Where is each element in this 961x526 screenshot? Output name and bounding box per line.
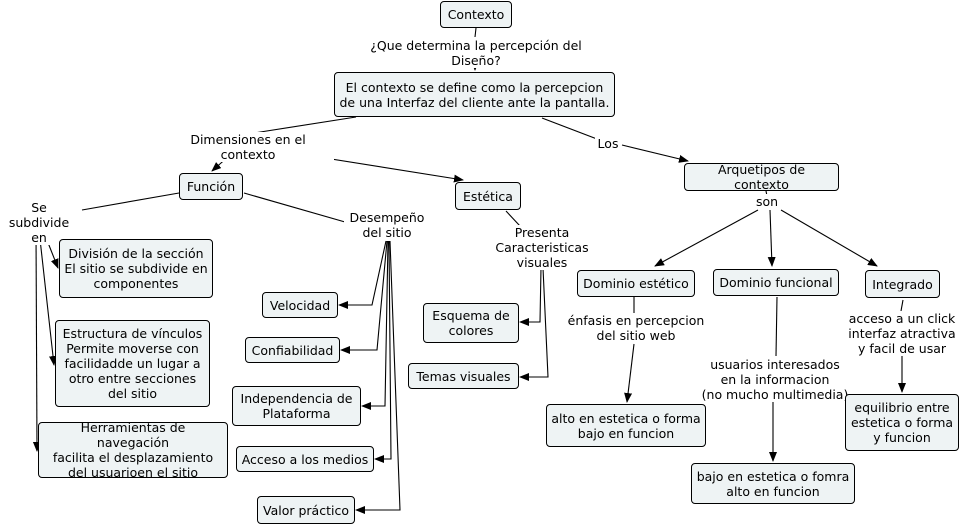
label-presenta: Presenta Caracteristicas visuales — [490, 225, 594, 270]
link-son-integrado — [780, 209, 878, 267]
node-temas[interactable]: Temas visuales — [408, 363, 519, 389]
label-se-subdivide: Se subdivide en — [0, 200, 78, 245]
link-funcion-subdivide — [81, 192, 180, 211]
node-valor-practico[interactable]: Valor práctico — [257, 496, 355, 524]
node-arquetipos[interactable]: Arquetipos de contexto — [684, 162, 839, 192]
link-desempeno-independencia — [361, 240, 389, 410]
node-contexto[interactable]: Contexto — [440, 1, 512, 28]
node-acceso-medios[interactable]: Acceso a los medios — [236, 446, 374, 472]
link-presenta-esquema — [519, 267, 542, 326]
label-acceso-click: acceso a un click interfaz atractiva y f… — [842, 311, 961, 356]
link-contexto-pregunta — [474, 27, 477, 38]
node-estetica[interactable]: Estética — [455, 182, 521, 210]
node-herramientas[interactable]: Herramientas de navegación facilita el d… — [38, 420, 228, 480]
node-dominio-estetico[interactable]: Dominio estético — [577, 270, 695, 297]
node-equilibrio[interactable]: equilibrio entre estetica o forma y func… — [845, 394, 959, 451]
label-los: Los — [595, 136, 621, 151]
node-bajo-estetica[interactable]: bajo en estetica o fomra alto en funcion — [691, 463, 855, 504]
link-definicion-dimensiones — [253, 116, 357, 134]
link-enfasis-alto — [624, 343, 635, 403]
label-desempeno: Desempeño del sitio — [344, 210, 430, 240]
node-definicion[interactable]: El contexto se define como la percepcion… — [334, 72, 615, 117]
label-usuarios: usuarios interesados en la informacion (… — [700, 357, 850, 402]
node-division[interactable]: División de la sección El sitio se subdi… — [59, 239, 213, 298]
label-enfasis: énfasis en percepcion del sitio web — [563, 313, 709, 343]
node-confiabilidad[interactable]: Confiabilidad — [245, 337, 340, 363]
link-los-arquetipos — [621, 144, 689, 163]
label-son: son — [753, 194, 781, 209]
link-subdivide-herramientas — [32, 229, 41, 452]
link-son-funcional — [767, 209, 776, 267]
link-son-estetico — [654, 209, 759, 267]
node-velocidad[interactable]: Velocidad — [262, 292, 338, 318]
link-presenta-temas — [519, 267, 549, 381]
node-dominio-funcional[interactable]: Dominio funcional — [713, 269, 839, 296]
link-subdivide-estructura — [38, 229, 57, 366]
node-integrado[interactable]: Integrado — [865, 270, 940, 298]
link-definicion-los — [541, 117, 598, 140]
link-estetica-presenta — [505, 210, 521, 227]
link-desempeno-valor — [355, 240, 401, 514]
link-desempeno-velocidad — [338, 240, 387, 309]
node-funcion[interactable]: Función — [179, 173, 243, 200]
node-alto-estetica[interactable]: alto en estetica o forma bajo en funcion — [546, 404, 706, 447]
link-desempeno-confiabilidad — [340, 240, 388, 354]
link-desempeno-acceso — [374, 240, 392, 463]
node-independencia[interactable]: Independencia de Plataforma — [232, 386, 361, 426]
node-esquema[interactable]: Esquema de colores — [423, 303, 519, 343]
link-funcion-desempeno — [243, 192, 353, 225]
link-funcional-usuarios — [775, 296, 778, 357]
label-que-determina: ¿Que determina la percepción del Diseño? — [345, 38, 607, 68]
link-integrado-click — [900, 299, 904, 312]
label-dimensiones: Dimensiones en el contexto — [162, 132, 334, 162]
node-estructura[interactable]: Estructura de vínculos Permite moverse c… — [55, 320, 210, 407]
